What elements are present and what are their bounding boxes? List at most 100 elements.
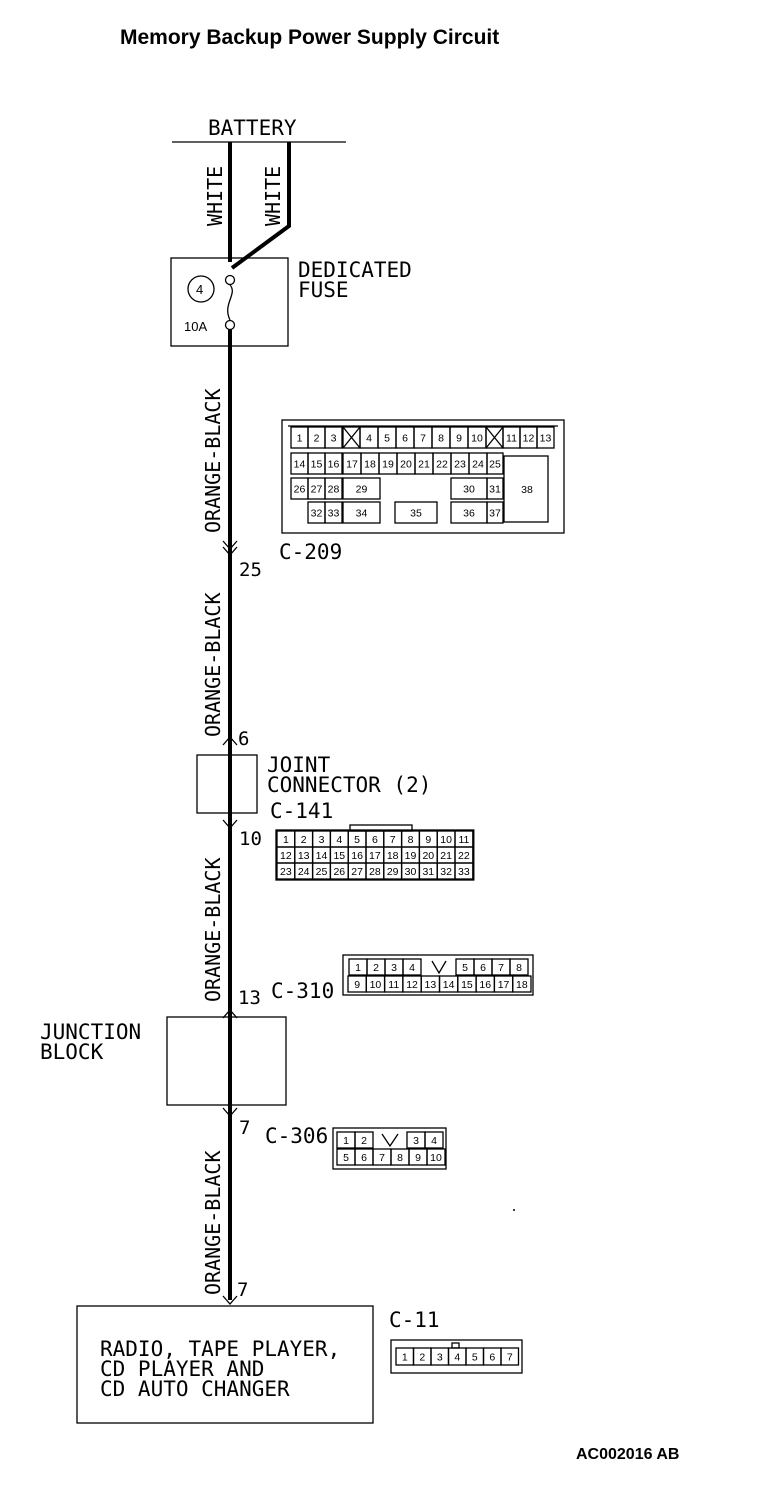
c306-pin-label: 5 bbox=[343, 1152, 349, 1164]
c209-pin-label: 12 bbox=[523, 433, 535, 445]
connector-c306-name: C-306 bbox=[265, 1124, 328, 1148]
c306-pin-label: 9 bbox=[415, 1152, 421, 1164]
c209-pin-label: 8 bbox=[438, 433, 444, 445]
c209-pin-label: 2 bbox=[314, 433, 320, 445]
pin-10: 10 bbox=[239, 828, 262, 850]
c141-pin-label: 11 bbox=[458, 834, 469, 846]
c141-pin-label: 9 bbox=[425, 834, 431, 846]
wire-label-white-right: WHITE bbox=[261, 166, 285, 226]
c209-pin-label: 5 bbox=[384, 433, 390, 445]
fuse-terminal-bottom bbox=[224, 319, 236, 331]
radio-unit-box bbox=[76, 1305, 374, 1424]
c310-key-icon bbox=[431, 960, 447, 975]
c310-cell bbox=[509, 958, 529, 976]
c209-pin-label: 27 bbox=[311, 484, 323, 496]
c209-pin-label: 21 bbox=[418, 459, 430, 471]
c209-pin-label: 25 bbox=[489, 459, 501, 471]
c209-pin-label: 20 bbox=[400, 459, 412, 471]
c209-pin-label: 31 bbox=[489, 484, 501, 496]
connector-arrow-icon bbox=[222, 1107, 238, 1117]
c209-cell bbox=[342, 477, 381, 500]
c209-cell bbox=[324, 501, 343, 524]
c141-pin-label: 2 bbox=[301, 834, 307, 846]
c141-pin-label: 5 bbox=[354, 834, 360, 846]
c209-cell bbox=[324, 426, 343, 449]
c11-pin-label: 7 bbox=[507, 1352, 513, 1364]
c141-pin-label: 18 bbox=[387, 850, 399, 862]
c209-cell bbox=[486, 501, 504, 524]
c209-pin-label: 26 bbox=[294, 484, 306, 496]
c310-pin-label: 1 bbox=[355, 962, 361, 974]
c209-cell bbox=[486, 452, 504, 475]
junction-block-label-line1: JUNCTION bbox=[40, 1020, 141, 1044]
c209-pin-label: 6 bbox=[402, 433, 408, 445]
c11-pin-label: 2 bbox=[419, 1352, 425, 1364]
c141-pin-label: 22 bbox=[458, 850, 470, 862]
connector-c209-name: C-209 bbox=[279, 540, 342, 564]
c209-pin-label: 11 bbox=[506, 433, 517, 445]
c141-pin-label: 6 bbox=[372, 834, 378, 846]
c11-pin-label: 1 bbox=[402, 1352, 408, 1364]
c209-pin-label: 17 bbox=[346, 459, 358, 471]
connector-arrow-icon bbox=[222, 819, 238, 829]
c209-pin-label: 35 bbox=[410, 508, 422, 520]
c141-pin-label: 32 bbox=[440, 866, 452, 878]
c209-pin-label: 15 bbox=[311, 459, 323, 471]
c141-pin-label: 27 bbox=[351, 866, 363, 878]
c141-pin-label: 26 bbox=[333, 866, 345, 878]
c310-pin-label: 8 bbox=[516, 962, 522, 974]
c310-pin-label: 7 bbox=[498, 962, 504, 974]
c141-pin-label: 14 bbox=[316, 850, 328, 862]
c306-pin-label: 1 bbox=[343, 1135, 349, 1147]
fuse-rating: 10A bbox=[184, 319, 207, 334]
c209-cell bbox=[324, 452, 343, 475]
c11-pin-label: 3 bbox=[437, 1352, 443, 1364]
c141-pin-label: 30 bbox=[405, 866, 417, 878]
c306-pin-label: 7 bbox=[379, 1152, 385, 1164]
c310-pin-label: 14 bbox=[443, 979, 455, 991]
c209-pin-label: 1 bbox=[297, 433, 303, 445]
wire-label-ob-2: ORANGE-BLACK bbox=[201, 593, 225, 738]
c310-pin-label: 13 bbox=[425, 979, 437, 991]
joint-connector-label-line1: JOINT bbox=[267, 753, 331, 777]
fuse-number: 4 bbox=[196, 282, 203, 297]
c141-pin-label: 12 bbox=[280, 850, 292, 862]
c209-pin-label: 18 bbox=[364, 459, 376, 471]
c306-key-icon bbox=[381, 1133, 399, 1148]
c141-lock-tab bbox=[349, 824, 413, 832]
c141-pin-label: 31 bbox=[422, 866, 434, 878]
c141-pin-label: 24 bbox=[298, 866, 310, 878]
c141-pin-label: 28 bbox=[369, 866, 381, 878]
c306-pin-label: 3 bbox=[413, 1135, 419, 1147]
c141-pin-label: 23 bbox=[280, 866, 292, 878]
c209-pin-label: 28 bbox=[328, 484, 340, 496]
connector-c310-name: C-310 bbox=[271, 979, 334, 1003]
c310-pin-label: 4 bbox=[409, 962, 415, 974]
wire-label-white-left: WHITE bbox=[203, 166, 227, 226]
pin-25: 25 bbox=[239, 559, 262, 581]
radio-label-line3: CD AUTO CHANGER bbox=[100, 1377, 290, 1401]
c310-pin-label: 10 bbox=[370, 979, 382, 991]
c11-pin-label: 4 bbox=[454, 1352, 460, 1364]
c141-cell bbox=[454, 862, 474, 880]
c209-cell bbox=[324, 477, 343, 500]
c209-pin-label: 29 bbox=[356, 484, 368, 496]
c141-pin-label: 21 bbox=[440, 850, 452, 862]
junction-block-box bbox=[166, 1016, 287, 1106]
c310-pin-label: 5 bbox=[462, 962, 468, 974]
c209-pin-label: 38 bbox=[521, 484, 533, 496]
c11-frame bbox=[390, 1339, 523, 1374]
c310-cell bbox=[402, 958, 422, 976]
page-title: Memory Backup Power Supply Circuit bbox=[120, 26, 499, 49]
c141-pin-label: 8 bbox=[408, 834, 414, 846]
stray-dot bbox=[513, 1209, 515, 1211]
c306-pin-label: 4 bbox=[431, 1135, 437, 1147]
c310-pin-label: 6 bbox=[480, 962, 486, 974]
joint-connector-box bbox=[196, 754, 258, 814]
c141-pin-label: 19 bbox=[405, 850, 417, 862]
c141-pin-label: 33 bbox=[458, 866, 470, 878]
c310-pin-label: 12 bbox=[406, 979, 418, 991]
